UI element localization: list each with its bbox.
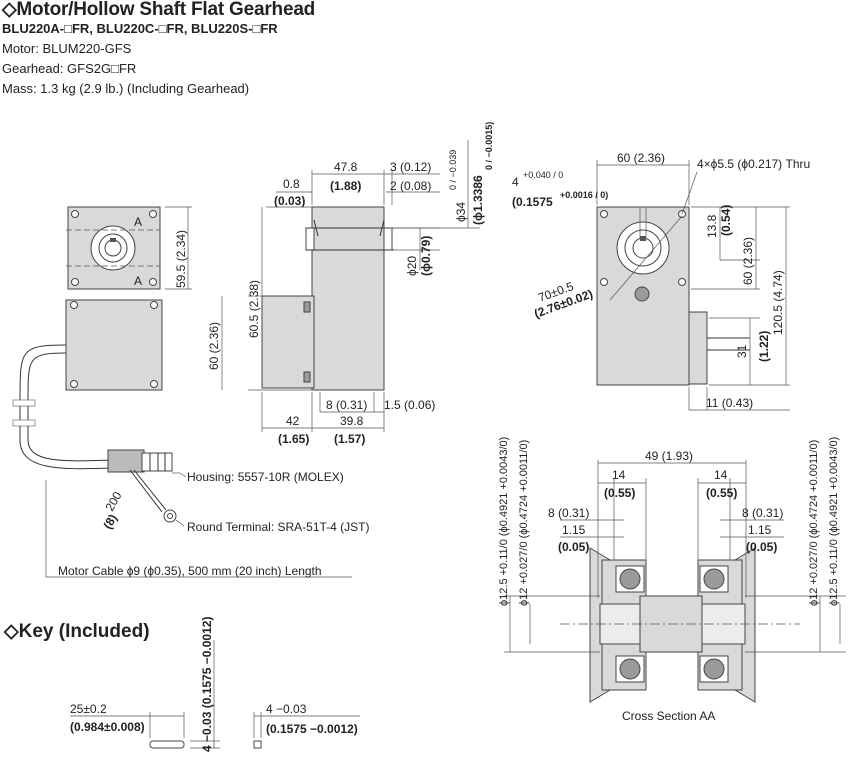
cross-section-aa: 49 (1.93) 14 (0.55) 14 (0.55) 8 (0.31) 1…	[498, 437, 846, 723]
dim-0-54: (0.54)	[719, 205, 733, 236]
key-dim-4-vertical: 4 −0.03 (0.1575 −0.0012)	[200, 617, 214, 752]
dim-4: 4	[512, 175, 519, 189]
callout-housing: Housing: 5557-10R (MOLEX)	[187, 470, 344, 484]
dim-phi1-3386: (ϕ1.3386	[471, 175, 485, 225]
dim-60: 60 (2.36)	[207, 322, 221, 370]
dim-phi20: ϕ20	[405, 256, 419, 276]
front-view: A A 59.5 (2.34)	[65, 206, 192, 391]
page-title: ◇Motor/Hollow Shaft Flat Gearhead	[2, 0, 316, 20]
dim-phi34: ϕ34	[454, 202, 468, 222]
dim-60-5: 60.5 (2.38)	[247, 280, 261, 338]
mass-spec: Mass: 1.3 kg (2.9 lb.) (Including Gearhe…	[2, 81, 250, 96]
cs-dim-0-55-right: (0.55)	[706, 486, 737, 500]
callout-terminal: Round Terminal: SRA-51T-4 (JST)	[187, 520, 370, 534]
motor-spec: Motor: BLUM220-GFS	[2, 41, 132, 56]
cs-dim-14-right: 14	[714, 468, 728, 482]
cs-dim-phi12-5-right: ϕ12.5 +0.11/0 (ϕ0.4921 +0.0043/0)	[828, 437, 840, 606]
dim-13-8: 13.8	[705, 214, 719, 238]
dim-2: 2 (0.08)	[390, 179, 431, 193]
dim-3: 3 (0.12)	[390, 160, 431, 174]
section-mark-bottom: A	[134, 274, 142, 288]
dim-59-5: 59.5 (2.34)	[174, 230, 188, 288]
dim-1-65: (1.65)	[278, 432, 309, 446]
dim-31: 31	[735, 344, 749, 358]
dim-phi34-tol: 0 / −0.039	[448, 150, 458, 190]
key-dim-0-1575: (0.1575 −0.0012)	[266, 722, 358, 736]
dim-120-5: 120.5 (4.74)	[771, 270, 785, 335]
dim-0-1575-tol: +0.0016 / 0)	[560, 190, 608, 200]
cs-dim-8-left: 8 (0.31)	[548, 506, 589, 520]
key-dim-4: 4 −0.03	[266, 702, 307, 716]
dim-42: 42	[286, 414, 300, 428]
cs-dim-phi12-5-left: ϕ12.5 +0.11/0 (ϕ0.4921 +0.0043/0)	[498, 437, 510, 606]
dim-0-1575: (0.1575	[512, 195, 553, 209]
dim-60-top: 60 (2.36)	[617, 151, 665, 165]
gearhead-spec: Gearhead: GFS2G□FR	[2, 61, 137, 76]
cs-dim-1-15-right: 1.15	[748, 523, 772, 537]
dim-1-88: (1.88)	[330, 179, 361, 193]
dim-holes: 4×ϕ5.5 (ϕ0.217) Thru	[697, 157, 810, 171]
cs-dim-phi12-left: ϕ12 +0.027/0 (ϕ0.4724 +0.0011/0)	[518, 440, 530, 606]
cs-dim-0-05-right: (0.05)	[746, 540, 777, 554]
dim-1-57: (1.57)	[334, 432, 365, 446]
key-dim-0-984: (0.984±0.008)	[70, 720, 145, 734]
callout-cable: Motor Cable ϕ9 (ϕ0.35), 500 mm (20 inch)…	[58, 564, 322, 578]
right-view: 60 (2.36) 4 +0.040 / 0 (0.1575 +0.0016 /…	[512, 151, 810, 411]
cs-dim-phi12-right: ϕ12 +0.027/0 (ϕ0.4724 +0.0011/0)	[808, 440, 820, 606]
cross-section-caption: Cross Section AA	[622, 709, 715, 723]
cs-dim-8-right: 8 (0.31)	[742, 506, 783, 520]
section-mark-top: A	[134, 215, 142, 229]
dim-8-side: 8 (0.31)	[326, 398, 367, 412]
dim-39-8: 39.8	[340, 414, 364, 428]
cs-dim-0-05-left: (0.05)	[558, 540, 589, 554]
motor-cable	[12, 344, 177, 523]
dim-8-in: (8)	[100, 512, 119, 532]
dim-11: 11 (0.43)	[706, 396, 753, 410]
dim-200: 200	[102, 489, 124, 514]
cs-dim-14-left: 14	[612, 468, 626, 482]
key-section-title: ◇Key (Included)	[4, 621, 150, 642]
dim-47-8: 47.8	[334, 160, 358, 174]
key-drawing: 25±0.2 (0.984±0.008) 4 −0.03 (0.1575 −0.…	[70, 617, 360, 752]
dim-60-v: 60 (2.36)	[741, 237, 755, 285]
dim-1-5: 1.5 (0.06)	[384, 398, 435, 412]
dim-phi1-3386-tol: 0 / −0.0015)	[484, 122, 494, 170]
side-view: 0.8 (0.03) 47.8 (1.88) 3 (0.12) 2 (0.08)…	[207, 122, 494, 446]
dim-phi0-79: (ϕ0.79)	[419, 236, 433, 276]
cs-dim-0-55-left: (0.55)	[604, 486, 635, 500]
model-numbers: BLU220A-□FR, BLU220C-□FR, BLU220S-□FR	[2, 21, 278, 36]
dim-0-8: 0.8	[283, 177, 300, 191]
cs-dim-49: 49 (1.93)	[645, 449, 693, 463]
dim-1-22: (1.22)	[757, 331, 771, 362]
dim-0-03: (0.03)	[274, 194, 305, 208]
cs-dim-1-15-left: 1.15	[562, 523, 586, 537]
key-dim-25: 25±0.2	[70, 702, 107, 716]
dim-4-tol: +0.040 / 0	[523, 170, 563, 180]
